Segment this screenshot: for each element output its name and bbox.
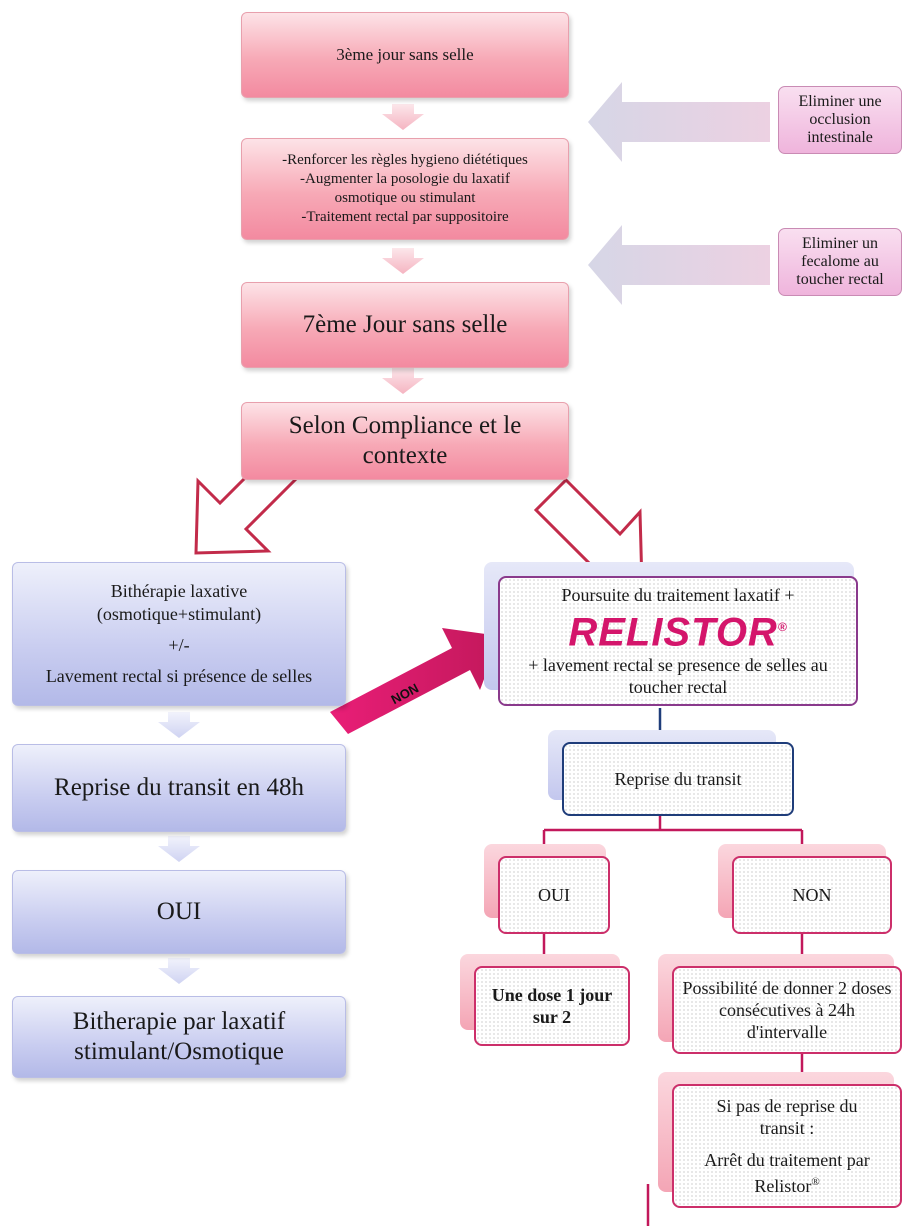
non-result: Possibilité de donner 2 doses consécutiv… bbox=[672, 966, 902, 1054]
oui-result-text: Une dose 1 jour sur 2 bbox=[491, 985, 613, 1027]
branch-oui-text: OUI bbox=[538, 884, 570, 905]
measure-suppository: -Traitement rectal par suppositoire bbox=[301, 209, 509, 225]
note-occlusion: Eliminer une occlusion intestinale bbox=[778, 86, 902, 154]
reprise-transit: Reprise du transit bbox=[562, 742, 794, 816]
left-arrow-fecalome bbox=[588, 225, 770, 305]
left-bitherapy-enema: Lavement rectal si présence de selles bbox=[45, 666, 313, 686]
relistor-logo: RELISTOR® bbox=[568, 606, 788, 655]
left-transit-48h: Reprise du transit en 48h bbox=[12, 744, 346, 832]
left-oui: OUI bbox=[12, 870, 346, 954]
left-down-arrow-1 bbox=[158, 712, 200, 738]
measure-hygiene: -Renforcer les règles hygieno diététique… bbox=[282, 152, 528, 168]
oui-result: Une dose 1 jour sur 2 bbox=[474, 966, 630, 1046]
note-occlusion-text: Eliminer une occlusion intestinale bbox=[798, 93, 882, 146]
step-measures: -Renforcer les règles hygieno diététique… bbox=[241, 138, 569, 240]
final-stop: Si pas de reprise du transit : Arrêt du … bbox=[672, 1084, 902, 1208]
left-final-text: Bitherapie par laxatif stimulant/Osmotiq… bbox=[72, 1008, 286, 1065]
left-bitherapy-title: Bithérapie laxative (osmotique+stimulant… bbox=[96, 581, 262, 624]
branch-non: NON bbox=[732, 856, 892, 934]
left-down-arrow-3 bbox=[158, 958, 200, 984]
reprise-transit-text: Reprise du transit bbox=[614, 768, 742, 789]
non-result-text: Possibilité de donner 2 doses consécutiv… bbox=[682, 978, 892, 1042]
note-fecalome: Eliminer un fecalome au toucher rectal bbox=[778, 228, 902, 296]
final-stop-action: Arrêt du traitement par Relistor® bbox=[684, 1149, 890, 1197]
final-stop-action-text: Arrêt du traitement par Relistor bbox=[704, 1150, 870, 1196]
step-day7-text: 7ème Jour sans selle bbox=[302, 311, 508, 338]
measure-laxative-dose: -Augmenter la posologie du laxatif osmot… bbox=[300, 171, 510, 206]
note-fecalome-text: Eliminer un fecalome au toucher rectal bbox=[796, 235, 884, 288]
left-final: Bitherapie par laxatif stimulant/Osmotiq… bbox=[12, 996, 346, 1078]
step-compliance-text: Selon Compliance et le contexte bbox=[288, 412, 522, 469]
branch-oui: OUI bbox=[498, 856, 610, 934]
step-day7: 7ème Jour sans selle bbox=[241, 282, 569, 368]
relistor-logo-text: RELISTOR bbox=[568, 610, 778, 655]
non-arrow bbox=[330, 628, 500, 734]
step-day3: 3ème jour sans selle bbox=[241, 12, 569, 98]
step-day3-text: 3ème jour sans selle bbox=[336, 45, 474, 64]
left-oui-text: OUI bbox=[156, 898, 202, 925]
step-compliance: Selon Compliance et le contexte bbox=[241, 402, 569, 480]
left-bitherapy-plusminus: +/- bbox=[168, 635, 190, 655]
left-transit-48h-text: Reprise du transit en 48h bbox=[54, 774, 304, 801]
down-arrow-1 bbox=[382, 104, 424, 130]
right-main: Poursuite du traitement laxatif + RELIST… bbox=[498, 576, 858, 706]
left-down-arrow-2 bbox=[158, 836, 200, 862]
left-bitherapy: Bithérapie laxative (osmotique+stimulant… bbox=[12, 562, 346, 706]
down-arrow-3 bbox=[382, 368, 424, 394]
final-stop-mark: ® bbox=[811, 1176, 820, 1188]
left-arrow-occlusion bbox=[588, 82, 770, 162]
relistor-logo-mark: ® bbox=[777, 620, 788, 635]
branch-non-text: NON bbox=[792, 884, 832, 905]
down-arrow-2 bbox=[382, 248, 424, 274]
right-main-enema: + lavement rectal se presence de selles … bbox=[528, 654, 828, 697]
final-stop-condition: Si pas de reprise du transit : bbox=[716, 1096, 858, 1138]
right-main-intro: Poursuite du traitement laxatif + bbox=[561, 585, 795, 606]
